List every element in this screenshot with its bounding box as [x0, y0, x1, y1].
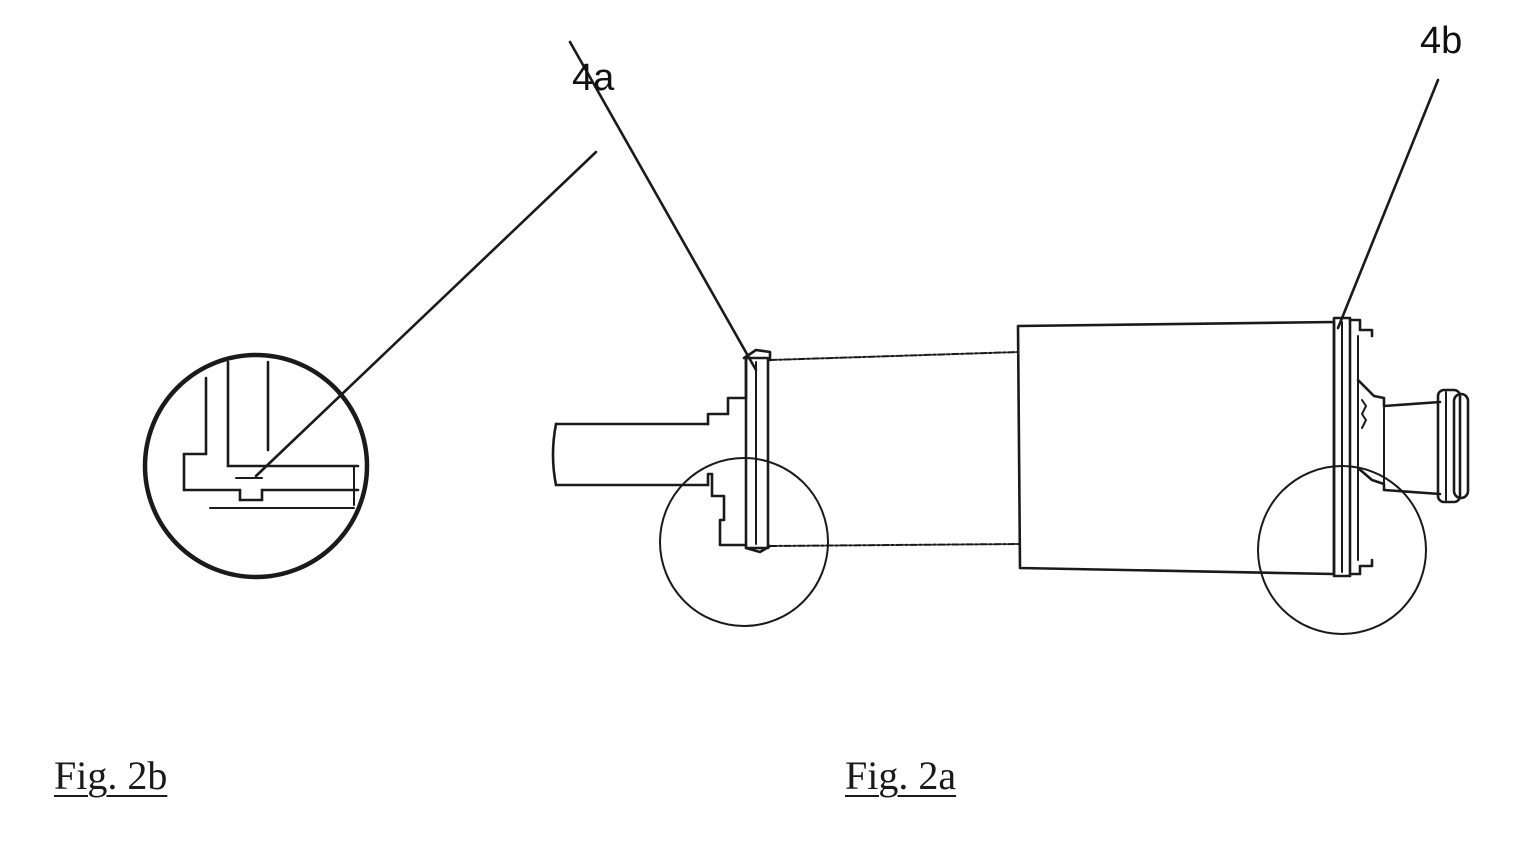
fig-2b-detail: [142, 150, 598, 580]
pipe-section: [769, 351, 1019, 547]
main-cylinder: [1016, 320, 1336, 576]
fig-2a-assembly: [551, 40, 1470, 635]
caption-fig-2b: Fig. 2b: [54, 753, 168, 798]
leader-line-4a: [568, 40, 758, 372]
detail-circle-left: [659, 457, 829, 627]
flange-4a: [742, 348, 772, 554]
label-4b: 4b: [1420, 20, 1462, 62]
inlet-nozzle: [551, 358, 748, 547]
outlet-fitting: [1356, 378, 1470, 504]
leader-line-4b: [1336, 78, 1440, 330]
caption-fig-2a: Fig. 2a: [845, 753, 957, 798]
leader-line-2b: [254, 150, 598, 478]
detail-profile: [182, 360, 360, 509]
detail-circle-2b: [142, 352, 370, 580]
label-4a: 4a: [572, 57, 615, 99]
flange-4b: [1332, 316, 1374, 578]
detail-circle-right: [1257, 465, 1427, 635]
